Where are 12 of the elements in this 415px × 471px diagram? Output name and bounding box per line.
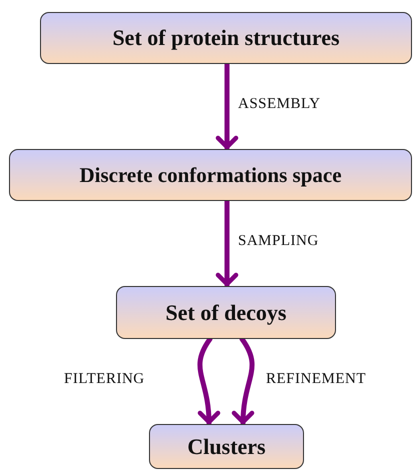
process-box <box>9 149 412 201</box>
arrow <box>197 336 220 426</box>
box-label: Set of protein structures <box>112 25 340 51</box>
box-label: Discrete conformations space <box>79 162 342 188</box>
arrow <box>216 62 238 150</box>
arrow <box>216 198 238 288</box>
box-label: Set of decoys <box>166 300 286 326</box>
process-box <box>40 12 412 64</box>
box-label: Clusters <box>187 434 266 460</box>
process-box <box>149 424 304 469</box>
process-box <box>116 286 336 339</box>
arrow <box>232 336 255 426</box>
